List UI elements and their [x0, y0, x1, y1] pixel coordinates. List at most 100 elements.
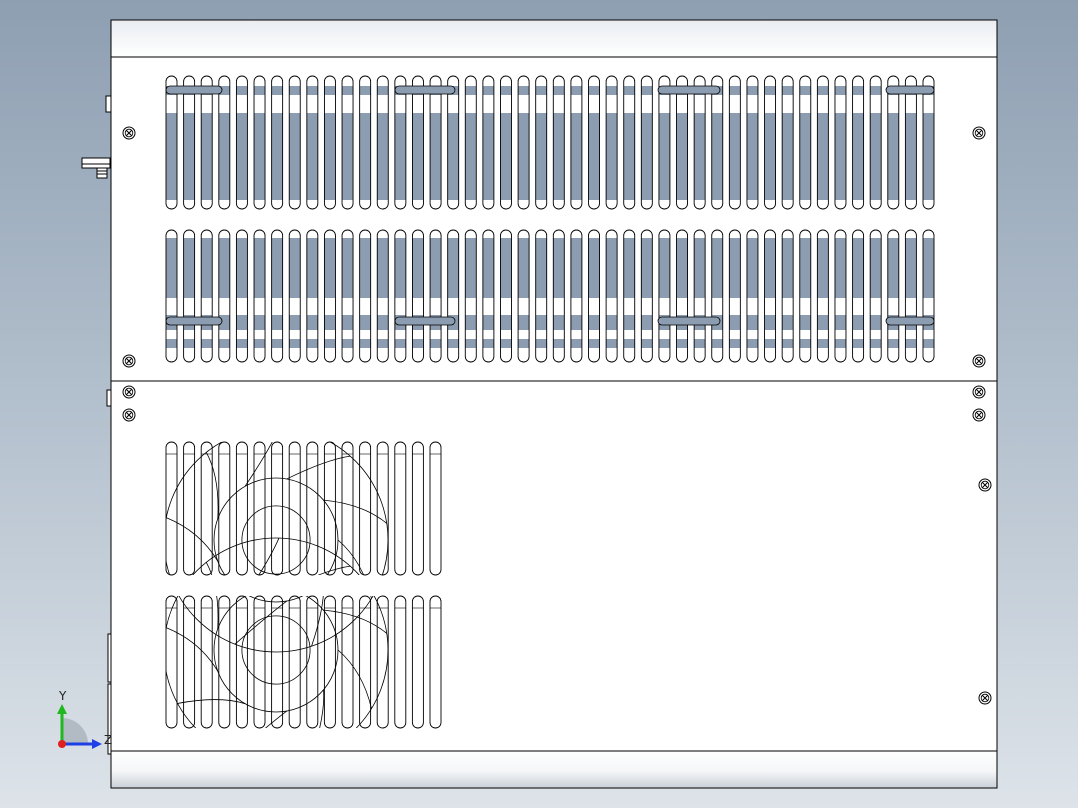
screws: [122, 126, 992, 705]
vent-slot: [253, 595, 266, 729]
vent-slot: [200, 75, 213, 210]
vent-slot: [711, 229, 724, 363]
screw-head: [978, 478, 992, 492]
vent-slot: [781, 75, 794, 210]
vent-slot: [271, 595, 284, 729]
vent-slot: [887, 75, 900, 210]
vent-slot: [183, 595, 196, 729]
vent-slot: [376, 441, 389, 576]
vent-slot: [359, 441, 372, 576]
vent-slot: [376, 75, 389, 210]
vent-slot: [605, 229, 618, 363]
vent-slot: [394, 441, 407, 576]
vent-slot: [253, 441, 266, 576]
vent-slot: [288, 441, 301, 576]
vent-slot: [183, 441, 196, 576]
vent-slot: [640, 75, 653, 210]
vent-slot: [711, 75, 724, 210]
vent-slot: [218, 595, 231, 729]
upper-grille: [165, 75, 935, 363]
vent-slot: [235, 75, 248, 210]
vent-slot: [482, 229, 495, 363]
vent-slot: [570, 229, 583, 363]
vent-slot: [834, 229, 847, 363]
vent-slot: [341, 229, 354, 363]
vent-slot: [640, 229, 653, 363]
axis-y-label: Y: [58, 689, 67, 703]
vent-slot: [799, 75, 812, 210]
screw-head: [122, 408, 136, 422]
vent-slot: [552, 229, 565, 363]
vent-slot: [658, 75, 671, 210]
vent-slot: [341, 75, 354, 210]
vent-slot: [834, 75, 847, 210]
screw-head: [122, 354, 136, 368]
vent-slot: [288, 229, 301, 363]
vent-slot: [728, 229, 741, 363]
vent-slot: [411, 595, 424, 729]
vent-slot: [165, 441, 178, 576]
vent-slot: [165, 75, 178, 210]
bottom-cap: [110, 750, 998, 789]
vent-slot: [816, 75, 829, 210]
vent-slot: [412, 229, 424, 363]
vent-slot: [253, 229, 266, 363]
vent-slot: [306, 441, 319, 576]
screw-head: [122, 126, 136, 140]
vent-slot: [288, 595, 301, 729]
vent-slot: [165, 595, 178, 729]
vent-slot: [341, 441, 354, 576]
vent-slot: [623, 75, 636, 210]
vent-slot: [781, 229, 794, 363]
lower-panel: [110, 380, 998, 752]
vent-slot: [429, 595, 442, 729]
vent-slot: [306, 229, 319, 363]
vent-slot: [517, 75, 530, 210]
vent-slot: [869, 229, 882, 363]
vent-slot: [588, 75, 600, 210]
screw-head: [972, 408, 986, 422]
vent-slot: [359, 595, 372, 729]
vent-slot: [535, 229, 548, 363]
vent-slot: [429, 229, 442, 363]
vent-slot: [764, 75, 777, 210]
vent-slot: [165, 229, 178, 363]
vent-slot: [447, 75, 460, 210]
top-cap: [110, 19, 998, 58]
vent-slot: [887, 229, 900, 363]
vent-slot: [904, 75, 917, 210]
vent-slot: [852, 229, 865, 363]
vent-slot: [517, 229, 530, 363]
vent-slot: [728, 75, 741, 210]
screw-head: [122, 385, 136, 399]
vent-slot: [658, 229, 671, 363]
vent-slot: [323, 441, 336, 576]
vent-slot: [376, 229, 389, 363]
vent-slot: [500, 75, 512, 210]
vent-slot: [235, 595, 248, 729]
vent-slot: [218, 75, 231, 210]
vent-slot: [588, 229, 600, 363]
vent-slot: [218, 441, 231, 576]
vent-slot: [288, 75, 301, 210]
vent-slot: [306, 595, 319, 729]
vent-slot: [693, 229, 706, 363]
vent-slot: [271, 229, 284, 363]
screw-head: [972, 354, 986, 368]
vent-slot: [253, 75, 266, 210]
vent-slot: [359, 75, 372, 210]
screw-head: [972, 126, 986, 140]
vent-slot: [235, 441, 248, 576]
vent-slot: [341, 595, 354, 729]
vent-slot: [746, 75, 759, 210]
vent-slot: [746, 229, 759, 363]
vent-slot: [852, 75, 865, 210]
axis-z-label: Z: [104, 733, 112, 747]
vent-slot: [376, 595, 389, 729]
coordinate-triad: Y Z: [57, 689, 112, 749]
vent-slot: [200, 229, 213, 363]
vent-slot: [764, 229, 777, 363]
vent-slot: [922, 229, 935, 363]
